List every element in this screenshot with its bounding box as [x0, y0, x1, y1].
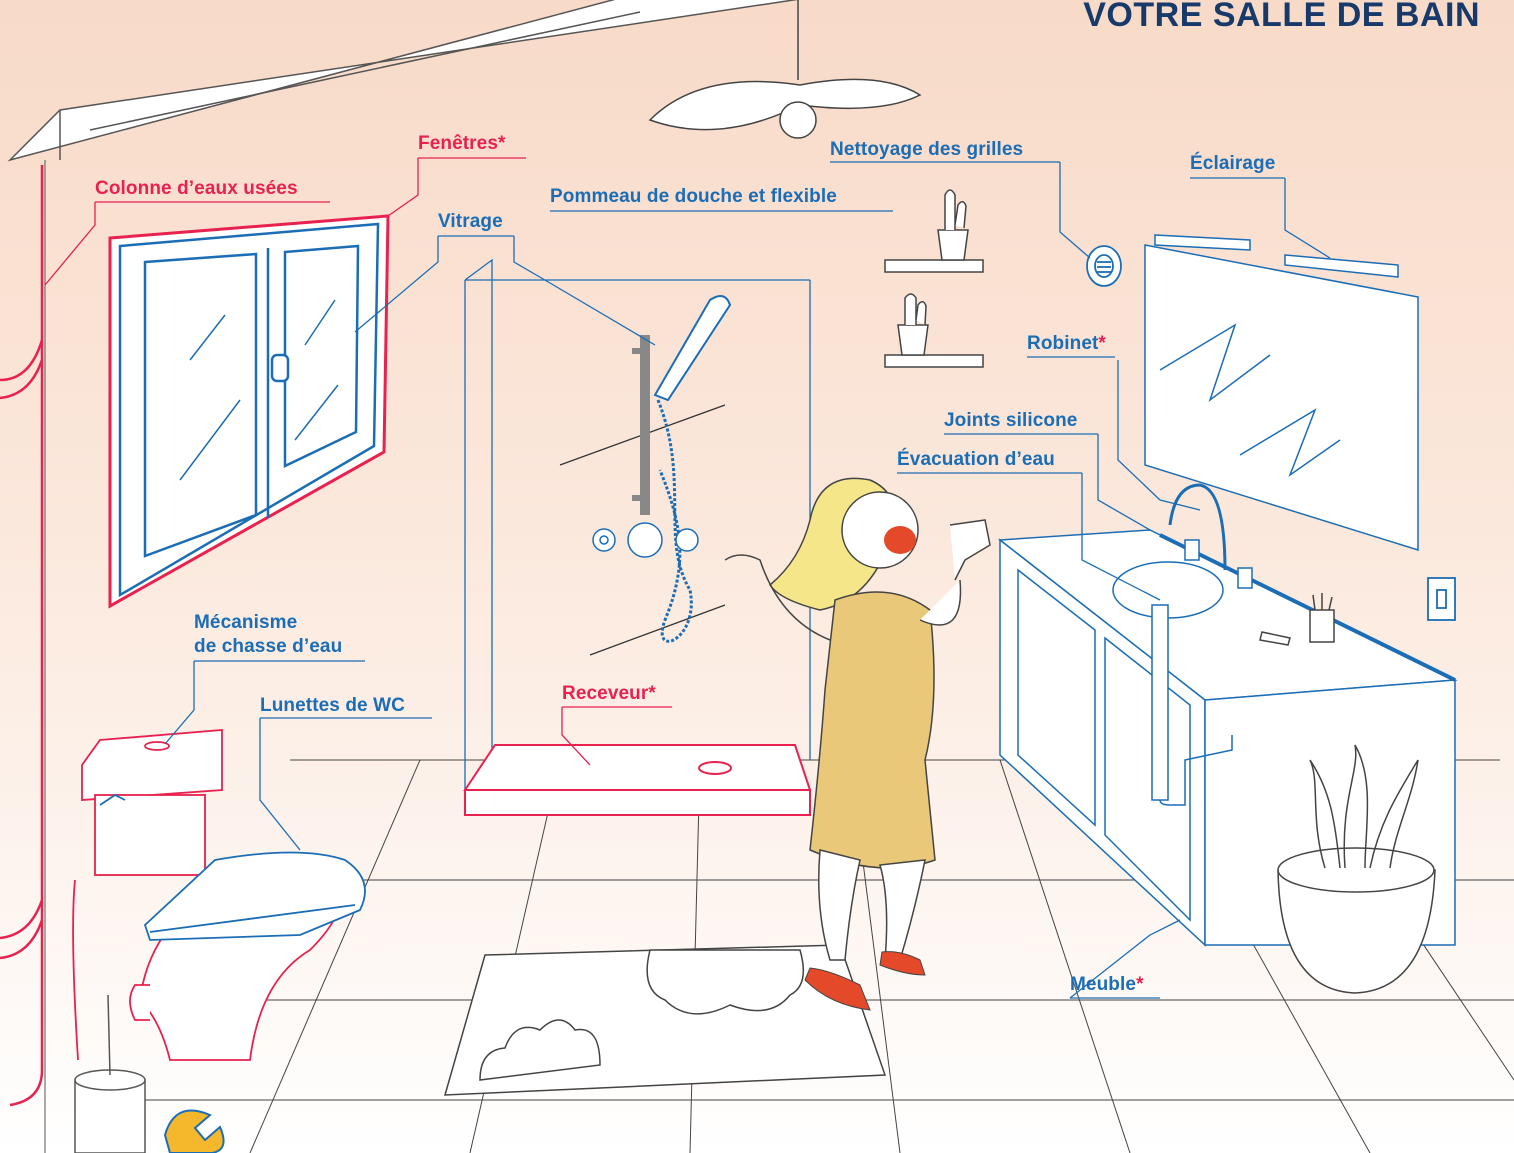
- asterisk: *: [648, 683, 656, 704]
- label-eclairage: Éclairage: [1190, 152, 1275, 176]
- label-evacuation: Évacuation d’eau: [897, 448, 1055, 472]
- label-nettoyage: Nettoyage des grilles: [830, 138, 1023, 162]
- asterisk: *: [1098, 333, 1106, 354]
- label-vitrage-text: Vitrage: [438, 211, 503, 232]
- label-vitrage: Vitrage: [438, 210, 503, 234]
- light-switch: [1427, 577, 1456, 621]
- label-receveur-text: Receveur: [562, 683, 649, 704]
- shower-fixture: [592, 295, 732, 643]
- leader-lines: [44, 157, 1331, 999]
- label-joints: Joints silicone: [944, 409, 1077, 433]
- label-lunettes: Lunettes de WC: [260, 694, 405, 718]
- label-mecanisme-line2: de chasse d’eau: [194, 636, 343, 657]
- ceiling-lamp: [648, 0, 922, 139]
- label-robinet-text: Robinet: [1027, 333, 1099, 354]
- faucet: [1168, 483, 1253, 589]
- shower-enclosure: [464, 258, 811, 790]
- waste-water-column: [0, 165, 44, 1107]
- label-meuble-text: Meuble: [1070, 974, 1137, 995]
- label-joints-text: Joints silicone: [944, 410, 1078, 431]
- label-receveur: Receveur*: [562, 682, 656, 706]
- mirror: [1144, 234, 1419, 552]
- wrench-icon: [163, 1109, 225, 1153]
- label-fenetres-text: Fenêtres: [418, 133, 499, 154]
- label-lunettes-text: Lunettes de WC: [260, 695, 405, 716]
- asterisk: *: [1136, 974, 1144, 995]
- toilet-seat: [143, 851, 366, 941]
- woman-figure: [724, 477, 991, 1011]
- roof: [7, 0, 799, 162]
- toilet-brush: [74, 994, 146, 1153]
- potted-plant: [1277, 744, 1436, 994]
- shelves: [884, 189, 984, 368]
- label-mecanisme: Mécanisme de chasse d’eau: [194, 611, 342, 659]
- shower-tray: [463, 744, 812, 816]
- toothbrush-cup: [1259, 593, 1335, 646]
- label-pommeau-text: Pommeau de douche et flexible: [550, 186, 837, 207]
- label-robinet: Robinet*: [1027, 332, 1106, 356]
- window: [108, 214, 390, 609]
- page-title: VOTRE SALLE DE BAIN: [1083, 0, 1480, 34]
- label-pommeau: Pommeau de douche et flexible: [550, 185, 837, 209]
- vent-grill: [1086, 245, 1122, 287]
- label-fenetres: Fenêtres*: [418, 132, 506, 156]
- rug: [443, 944, 887, 1096]
- label-colonne-text: Colonne d’eaux usées: [95, 178, 298, 199]
- label-mecanisme-line1: Mécanisme: [194, 612, 298, 633]
- label-colonne: Colonne d’eaux usées: [95, 177, 298, 201]
- label-meuble: Meuble*: [1070, 973, 1144, 997]
- label-evacuation-text: Évacuation d’eau: [897, 449, 1055, 470]
- asterisk: *: [498, 133, 506, 154]
- label-eclairage-text: Éclairage: [1190, 153, 1276, 174]
- label-nettoyage-text: Nettoyage des grilles: [830, 139, 1024, 160]
